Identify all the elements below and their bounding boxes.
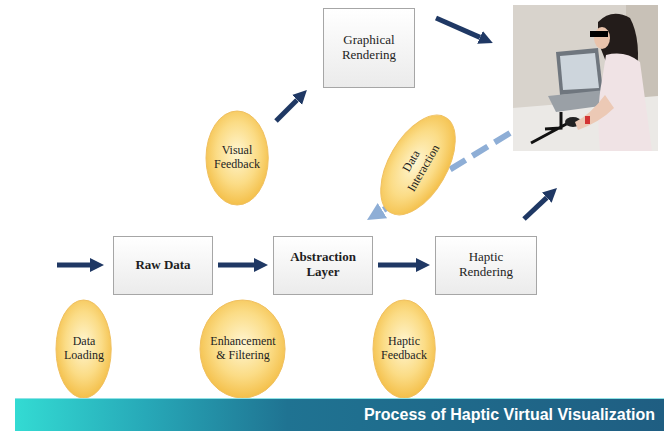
feedback-ellipse: Visual Feedback <box>205 110 269 206</box>
input-arrow <box>57 263 90 268</box>
node-text: Graphical Rendering <box>331 33 407 63</box>
node-text: Raw Data <box>135 258 190 273</box>
feedback-ellipse: Haptic Feedback <box>372 299 436 399</box>
feedback-ellipse: Data Loading <box>55 299 112 399</box>
process-box: Graphical Rendering <box>323 8 415 88</box>
display-arrow <box>436 18 480 37</box>
haptic-arrow <box>524 198 547 219</box>
node-text: Visual Feedback <box>212 144 262 172</box>
photo <box>513 5 658 151</box>
process-box: Raw Data <box>113 236 213 295</box>
node-text: Haptic Rendering <box>443 250 529 280</box>
node-text: Data Loading <box>59 335 109 363</box>
feedback-ellipse: Enhancement & Filtering <box>199 299 286 399</box>
node-text: Abstraction Layer <box>281 250 365 280</box>
visual-arrow <box>276 100 297 121</box>
flow-arrow <box>378 263 416 268</box>
node-text: Process of Haptic Virtual Visualization <box>364 406 655 424</box>
process-box: Haptic Rendering <box>435 236 537 295</box>
node-text: Haptic Feedback <box>378 335 430 363</box>
feedback-ellipse: Data Interaction <box>364 102 472 229</box>
title-band: Process of Haptic Virtual Visualization <box>15 398 664 431</box>
process-box: Abstraction Layer <box>273 236 373 295</box>
node-text: Enhancement & Filtering <box>208 335 278 363</box>
flow-arrow <box>218 263 254 268</box>
